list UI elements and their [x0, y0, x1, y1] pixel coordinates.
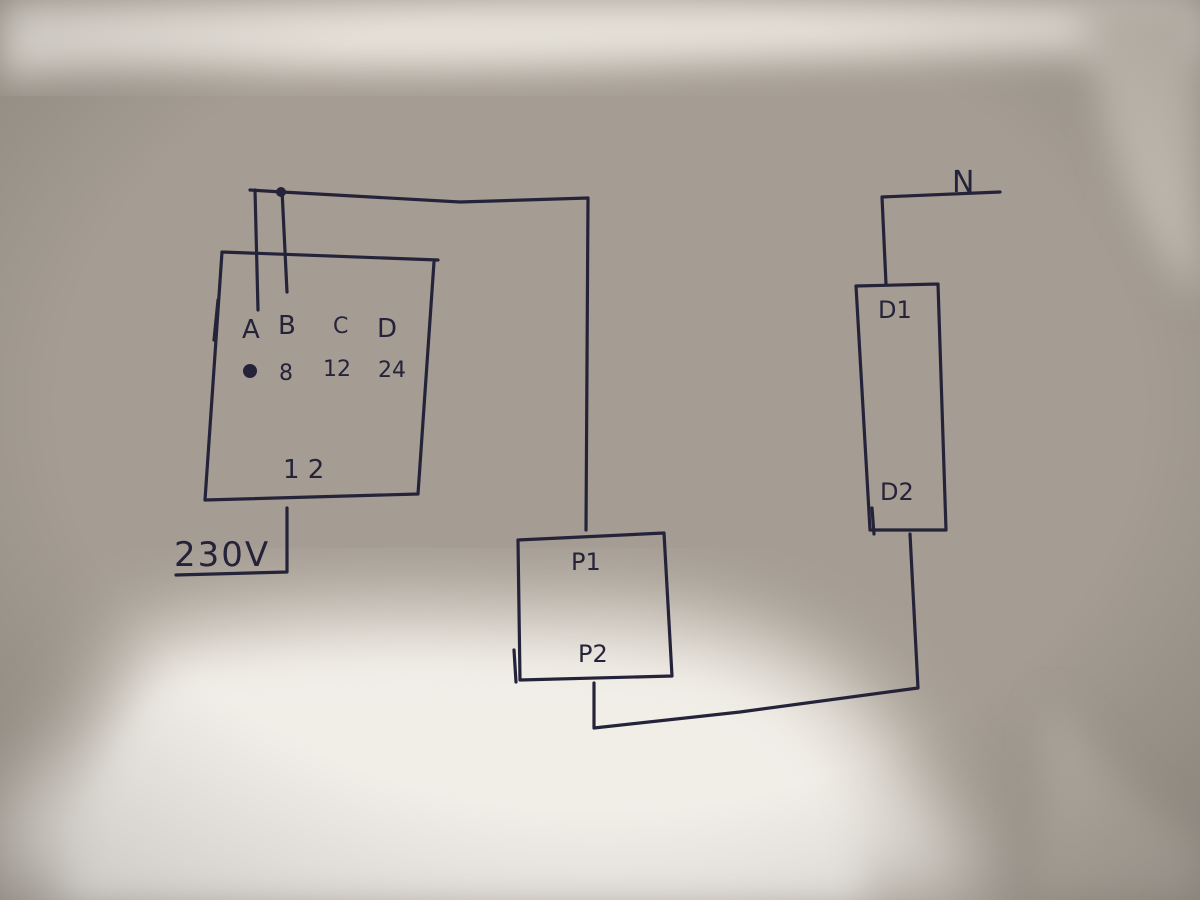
value-b-label: 8 — [279, 361, 293, 386]
d2-label: D2 — [880, 478, 914, 506]
neutral-label: N — [952, 165, 974, 200]
value-c-label: 12 — [323, 357, 351, 382]
p2-label: P2 — [578, 640, 608, 668]
selected-marker-a — [243, 364, 257, 378]
junction-dot — [276, 187, 286, 197]
d1-label: D1 — [878, 296, 912, 324]
p-device-box — [512, 531, 674, 684]
supply-voltage-label: 230V — [174, 535, 270, 575]
p1-label: P1 — [571, 548, 601, 576]
p-device-labels: P1 P2 — [571, 548, 608, 668]
supply-wire — [174, 506, 289, 577]
controller-labels: A B C D 8 12 24 1 2 — [242, 311, 406, 485]
output-terminals-label: 1 2 — [283, 455, 324, 485]
value-d-label: 24 — [378, 358, 406, 383]
p2-d2-wire — [592, 532, 920, 730]
neutral-wire — [880, 190, 1002, 286]
top-bus-wire — [248, 188, 590, 532]
controller-box — [203, 250, 440, 502]
d-device-labels: D1 D2 — [878, 296, 914, 506]
terminal-d-label: D — [377, 314, 397, 344]
wire-a — [253, 188, 260, 312]
terminal-b-label: B — [278, 311, 296, 341]
terminal-c-label: C — [333, 314, 348, 339]
d-device-box — [854, 282, 948, 536]
circuit-lines — [174, 188, 1002, 730]
terminal-a-label: A — [242, 315, 260, 345]
wire-b — [280, 188, 289, 294]
